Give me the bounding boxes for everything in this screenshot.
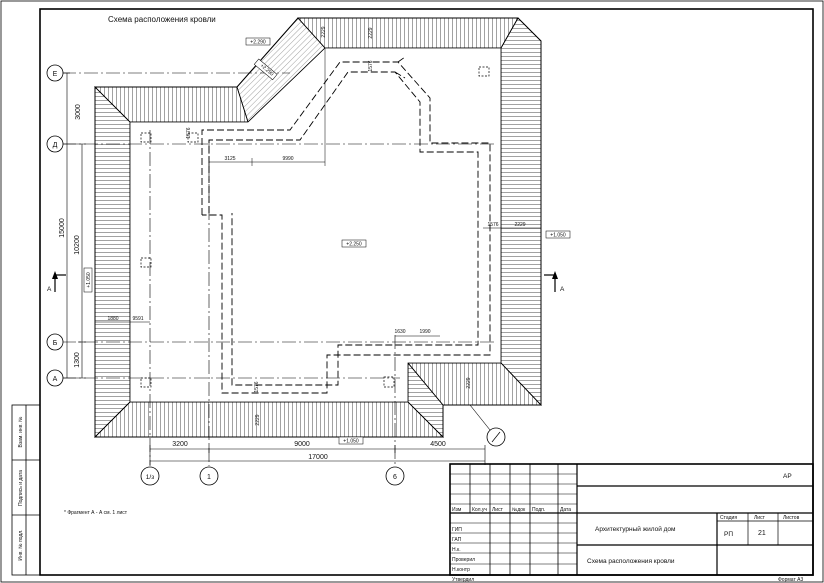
dim-bottom-1: 3200: [172, 441, 188, 448]
axis-label-D: Д: [53, 142, 58, 149]
slope-9: 1576: [487, 222, 498, 228]
inner-frame: [39, 8, 814, 576]
rev-header-3: Лист: [492, 507, 504, 513]
side-stamp: [11, 404, 41, 576]
stamp-code: АР: [783, 473, 792, 480]
slope-2: 2229: [466, 377, 472, 388]
elevation-5: +1.050: [86, 272, 92, 288]
dim-left-3: 10200: [74, 235, 81, 255]
stage-value: РП: [724, 531, 733, 538]
roof-inner-outline: [129, 47, 502, 403]
elevation-2: +2.250: [346, 242, 362, 248]
sheet-name: Схема расположения кровли: [587, 558, 675, 565]
axis-label-E: Е: [53, 71, 58, 78]
side-label-3: Инв. № подл.: [18, 529, 24, 560]
slope-1: 2229: [368, 27, 374, 38]
col-header-stage: Стадия: [720, 515, 737, 521]
grid-axis-lines: [62, 72, 495, 466]
col-header-sheet: Лист: [754, 515, 766, 521]
callout-bubble: [469, 404, 506, 447]
role-2: ГАП: [452, 537, 462, 543]
dimension-left: [63, 72, 86, 379]
column-markers: [140, 66, 490, 388]
dim-bottom-3: 4500: [430, 441, 446, 448]
axis-label-1z: 1/з: [146, 474, 154, 481]
axis-label-A: А: [53, 376, 58, 383]
dim-left-1: 3000: [75, 104, 82, 120]
rev-header-2: Кол.уч: [472, 507, 487, 513]
roof-eave-bands: [94, 17, 542, 438]
dim-inner-4: 1990: [419, 329, 430, 335]
axis-label-1: 1: [207, 474, 211, 481]
slope-8: 1576: [254, 381, 260, 392]
dim-inner-3: 1630: [394, 329, 405, 335]
dimension-inner-top: [208, 48, 326, 166]
dimension-inner-misc: [95, 227, 541, 337]
elevation-marks: +2.290 +2.250 +1.050 +1.050 +1.050 +2.29…: [83, 37, 571, 445]
rev-header-4: №док: [512, 507, 526, 513]
side-label-2: Подпись и дата: [18, 470, 24, 506]
title-block: [449, 463, 814, 576]
section-label-right: А: [560, 286, 565, 293]
roof-outline: [94, 17, 542, 438]
drawing-note: * Фрагмент А - А см. 1 лист: [64, 510, 128, 516]
wall-dashed-lines: [201, 56, 491, 394]
slope-3: 2229: [255, 414, 261, 425]
drawing-title: Схема расположения кровли: [108, 15, 216, 24]
elevation-1: +2.290: [250, 40, 266, 46]
dim-top-2: 9990: [282, 156, 293, 162]
sheet-number: 21: [758, 530, 766, 537]
dim-left-2: 15000: [59, 218, 66, 238]
role-1: ГИП: [452, 527, 462, 533]
rev-header-1: Изм: [452, 507, 462, 513]
col-header-sheets: Листов: [783, 515, 800, 521]
rev-header-6: Дата: [560, 507, 571, 513]
dim-top-1: 3125: [224, 156, 235, 162]
axis-label-6: 6: [393, 474, 397, 481]
axis-bubbles-letters: [46, 64, 64, 387]
elevation-4: +1.050: [343, 439, 359, 445]
role-4: Проверил: [452, 557, 475, 563]
dim-inner-1: 1880: [107, 316, 118, 322]
role-3: Н.к.: [452, 547, 461, 553]
slope-7: 1576: [368, 60, 374, 71]
elevation-3: +1.050: [550, 233, 566, 239]
axis-bubbles-numbers: [140, 466, 405, 486]
slope-labels: 2229 2229 2229 2229 2229 1576 1576 1576 …: [186, 26, 526, 425]
axis-label-B: Б: [53, 340, 58, 347]
slope-6: 1576: [186, 127, 192, 138]
section-mark-right: А: [544, 271, 565, 293]
dim-inner-2: 9591: [132, 316, 143, 322]
dim-bottom-total: 17000: [308, 454, 328, 461]
project-name: Архитектурный жилой дом: [595, 525, 676, 533]
role-5: Н.контр: [452, 567, 470, 573]
slope-4: 2229: [514, 222, 525, 228]
section-mark-left: А: [47, 271, 66, 293]
rev-header-5: Подп.: [532, 507, 545, 513]
section-label-left: А: [47, 286, 52, 293]
dimension-bottom: [149, 445, 486, 465]
role-6: Утвердил: [452, 577, 474, 583]
side-label-1: Взам. инв. №: [18, 417, 24, 448]
format-label: Формат А3: [778, 577, 803, 583]
dim-left-4: 1300: [74, 352, 81, 368]
dim-bottom-2: 9000: [294, 441, 310, 448]
slope-5: 2229: [321, 26, 327, 37]
